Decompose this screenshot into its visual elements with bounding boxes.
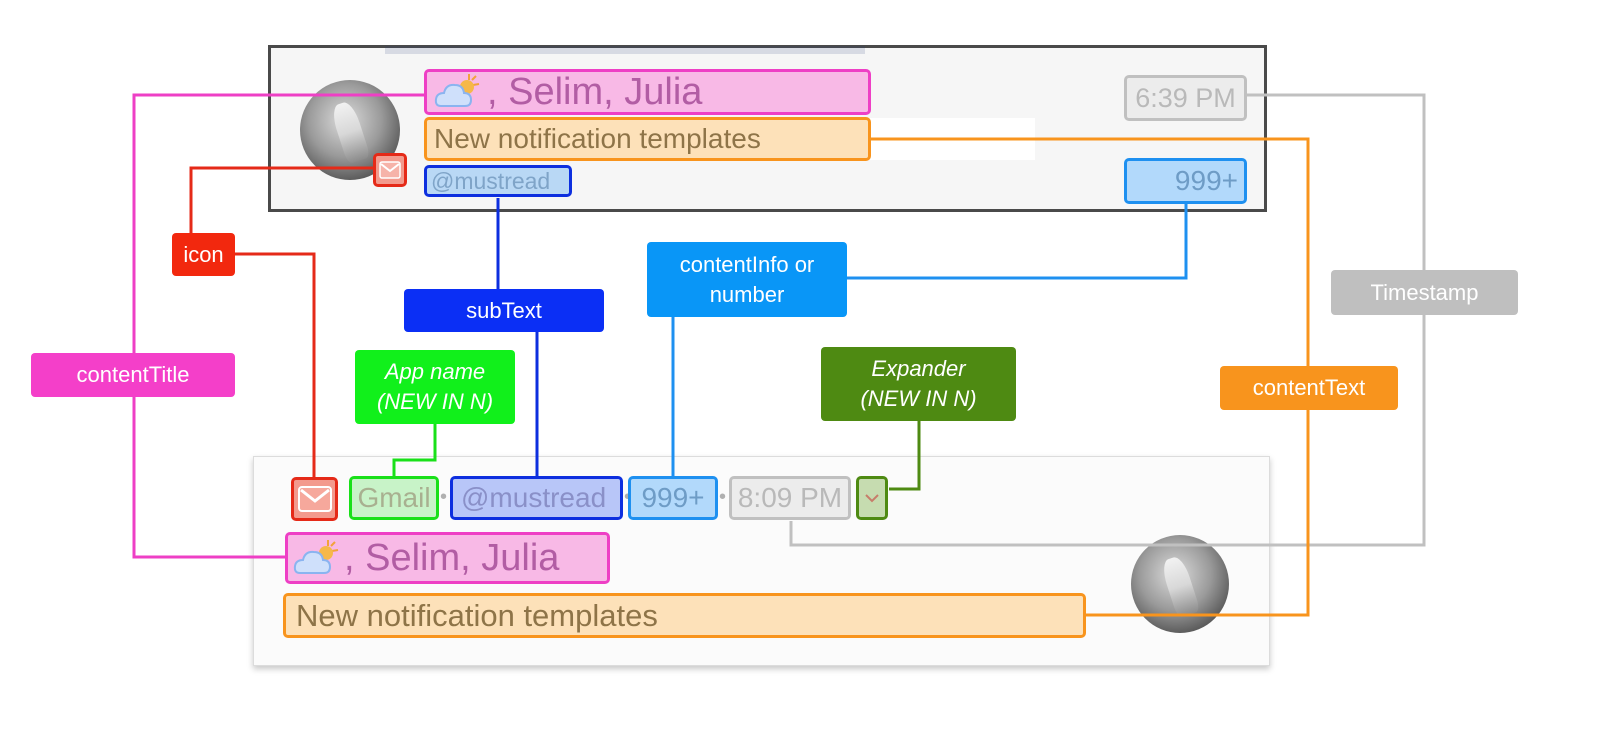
content-text-label: contentText [1220,366,1398,410]
new-content-text-value: New notification templates [296,598,658,633]
content-title-label: contentTitle [31,353,235,397]
old-subtext-value: @mustread [431,167,551,194]
separator-dot: • [440,486,448,508]
new-subtext-value: @mustread [461,482,607,513]
cloud-sun-icon [434,74,480,107]
new-gmail-icon [291,477,338,521]
cloud-sun-icon [293,540,339,574]
subtext-label: subText [404,289,604,332]
old-subtext: @mustread [424,165,572,197]
old-gmail-icon [373,153,407,187]
new-content-info: 999+ [628,476,718,520]
old-content-info: 999+ [1124,158,1247,204]
new-content-text: New notification templates [283,593,1086,638]
icon-connector-bottom [234,252,316,477]
new-content-title: , Selim, Julia [285,532,610,584]
old-info-value: 999+ [1174,165,1238,196]
timestamp-label: Timestamp [1331,270,1518,315]
icon-label: icon [172,233,235,276]
new-title-text: , Selim, Julia [344,537,560,579]
new-info-value: 999+ [641,482,705,513]
chevron-down-icon[interactable] [865,493,879,503]
new-app-name-value: Gmail [357,482,431,513]
old-timestamp: 6:39 PM [1124,75,1247,121]
content-info-connector-top [845,204,1188,280]
new-subtext: @mustread [450,476,623,520]
new-avatar [1131,535,1229,633]
separator-dot: • [624,487,631,507]
new-timestamp: 8:09 PM [729,476,851,520]
old-content-text: New notification templates [424,117,871,161]
old-card-top-strip [385,46,865,54]
old-content-title: , Selim, Julia [424,69,871,115]
old-timestamp-value: 6:39 PM [1135,82,1236,113]
old-content-text-value: New notification templates [434,123,761,154]
old-title-text: , Selim, Julia [487,71,703,113]
content-info-label: contentInfo or number [647,242,847,317]
new-expander[interactable] [856,476,888,520]
app-name-label: App name (NEW IN N) [355,350,515,424]
expander-label: Expander (NEW IN N) [821,347,1016,421]
separator-dot: • [719,486,727,508]
old-text-fade [869,118,1035,160]
new-app-name: Gmail [349,476,439,520]
new-timestamp-value: 8:09 PM [737,482,843,513]
